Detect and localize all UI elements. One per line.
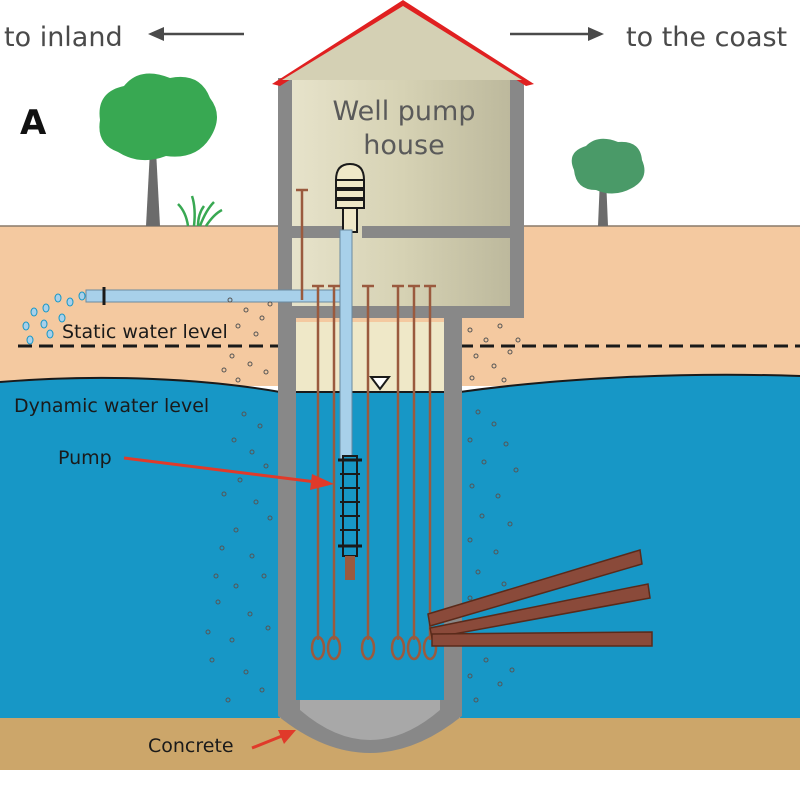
tree-large-icon xyxy=(99,73,217,226)
well-interior-dry xyxy=(296,322,444,392)
dynamic-water-level-label: Dynamic water level xyxy=(14,395,209,417)
horizontal-collectors xyxy=(427,549,653,647)
pump-arrow-icon xyxy=(123,456,334,490)
pump-motor-icon xyxy=(334,162,366,233)
dynamic-water-surface xyxy=(0,373,800,393)
concrete-label: Concrete xyxy=(148,735,234,757)
concrete-arrow-icon xyxy=(251,730,296,750)
house-label-line2: house xyxy=(363,130,444,161)
grass-icon xyxy=(177,195,223,227)
house-label-line1: Well pump xyxy=(332,96,475,127)
tree-small-icon xyxy=(571,138,645,226)
pump-house-wall-right xyxy=(510,78,524,318)
concrete-base-inner xyxy=(300,700,440,740)
pump-house-floor-upper xyxy=(292,226,346,238)
arrow-left-icon xyxy=(148,27,244,41)
static-water-level-label: Static water level xyxy=(62,321,228,343)
pump-house-wall-left xyxy=(278,78,292,318)
discharge-pipe xyxy=(85,229,353,463)
pump-house-floor-upper-right xyxy=(362,226,512,238)
pump-house-gable xyxy=(282,6,522,80)
pump-house-body xyxy=(282,78,522,318)
well-wall-right xyxy=(444,312,462,712)
monitoring-rods xyxy=(296,188,438,661)
water-level-marker-icon xyxy=(369,376,391,391)
arrow-right-icon xyxy=(510,27,604,41)
direction-label-inland: to inland xyxy=(4,22,123,53)
water-droplets-icon xyxy=(22,291,86,345)
gravel-dots xyxy=(205,297,521,703)
pump-house-floor-lower xyxy=(292,306,524,318)
well-wall-left xyxy=(278,312,296,712)
submersible-pump-icon xyxy=(338,455,362,580)
panel-label: A xyxy=(20,103,47,143)
direction-label-coast: to the coast xyxy=(626,22,787,53)
pump-label: Pump xyxy=(58,447,112,469)
